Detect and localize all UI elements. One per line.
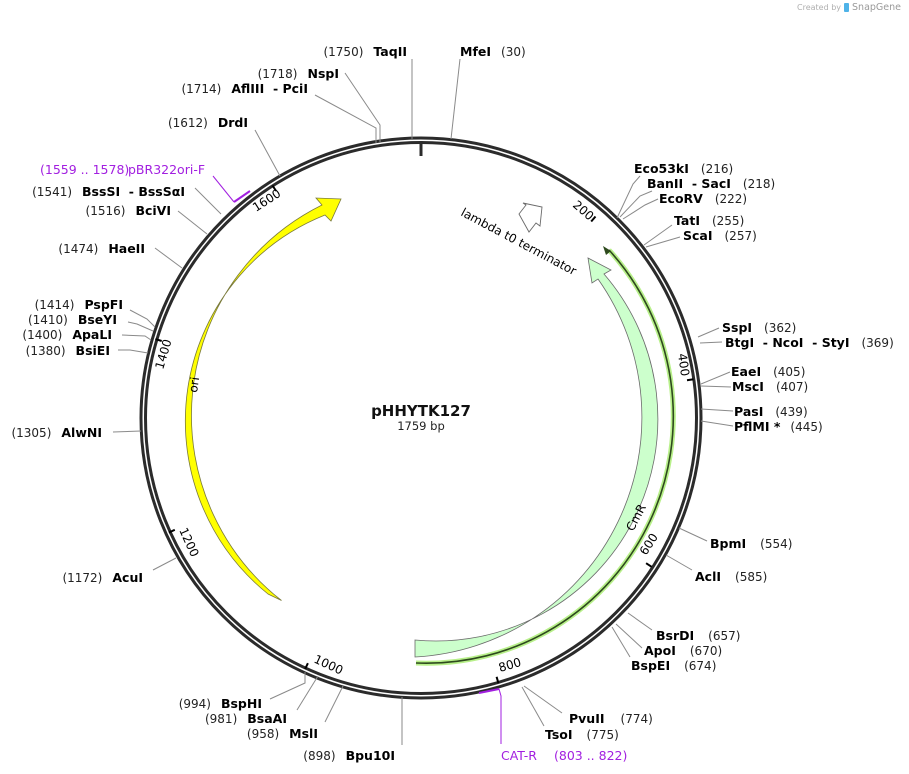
tick-marks: 200 400 600 800 1000 1200 1400 1600: [152, 184, 694, 684]
plasmid-length: 1759 bp: [397, 419, 445, 433]
enzyme-site-drdi[interactable]: (1612)DrdI: [168, 115, 248, 130]
enzyme-site-nspi[interactable]: (1718)NspI: [258, 66, 339, 81]
enzyme-site-pflmi[interactable]: PflMI *(445): [734, 419, 823, 434]
enzyme-site-taqii[interactable]: (1750)TaqII: [323, 44, 407, 59]
enzyme-site-tsoi[interactable]: TsoI(775): [545, 727, 619, 742]
enzyme-site-acui[interactable]: (1172)AcuI: [62, 570, 143, 585]
enzyme-site-pspfi[interactable]: (1414)PspFI: [35, 297, 123, 312]
enzyme-site-bpmi[interactable]: BpmI(554): [710, 536, 792, 551]
enzyme-site-afliii-pcii[interactable]: (1714)AflIII - PciI: [181, 81, 308, 96]
primer-cat-r[interactable]: CAT-R (803 .. 822): [478, 688, 627, 763]
enzyme-site-bcivi[interactable]: (1516)BciVI: [86, 203, 171, 218]
enzymes-right: MfeI(30) Eco53kI(216) BanII - SacI(218) …: [460, 44, 894, 742]
primer-pbr322ori-f[interactable]: (1559 .. 1578) pBR322ori-F: [40, 162, 251, 203]
credit-brand: SnapGene: [852, 2, 901, 13]
feature-cmr[interactable]: CmR: [414, 257, 659, 658]
enzyme-site-bsphi[interactable]: (994)BspHI: [179, 696, 262, 711]
enzyme-site-haeii[interactable]: (1474)HaeII: [58, 241, 145, 256]
enzyme-site-msli[interactable]: (958)MslI: [247, 726, 318, 741]
feature-lambda-t0-terminator[interactable]: lambda t0 terminator: [459, 202, 579, 278]
enzyme-site-eco53ki[interactable]: Eco53kI(216): [634, 161, 733, 176]
leaders-left: [112, 59, 413, 745]
tick-label-800: 800: [497, 655, 523, 675]
enzyme-site-bsrdi[interactable]: BsrDI(657): [656, 628, 740, 643]
enzyme-site-banii-saci[interactable]: BanII - SacI(218): [647, 176, 775, 191]
feature-ori[interactable]: ori: [184, 197, 342, 601]
enzyme-site-alwni[interactable]: (1305)AlwNI: [11, 425, 102, 440]
enzyme-site-pasi[interactable]: PasI(439): [734, 404, 808, 419]
feature-label-ori: ori: [186, 376, 202, 393]
primer-range-pbr322ori-f: (1559 .. 1578): [40, 162, 129, 177]
enzyme-site-bsaai[interactable]: (981)BsaAI: [205, 711, 287, 726]
enzymes-left: (1750)TaqII (1718)NspI (1714)AflIII - Pc…: [11, 44, 407, 763]
plasmid-name: pHHYTK127: [371, 402, 471, 420]
enzyme-site-ecorv[interactable]: EcoRV(222): [659, 191, 747, 206]
enzyme-site-bsssi-bsssai[interactable]: (1541)BssSI - BssSαI: [32, 184, 185, 199]
enzyme-site-apali[interactable]: (1400)ApaLI: [22, 327, 112, 342]
leaders-right: [450, 58, 734, 727]
enzyme-site-eaei[interactable]: EaeI(405): [731, 364, 805, 379]
enzyme-site-apoi[interactable]: ApoI(670): [644, 643, 722, 658]
feature-label-lambda-t0: lambda t0 terminator: [459, 205, 579, 278]
enzyme-site-scai[interactable]: ScaI(257): [683, 228, 757, 243]
enzyme-site-btgi-ncoi-styi[interactable]: BtgI - NcoI - StyI(369): [725, 335, 894, 350]
enzyme-site-bseyi[interactable]: (1410)BseYI: [28, 312, 117, 327]
enzyme-site-mfei[interactable]: MfeI(30): [460, 44, 526, 59]
credit-prefix: Created by: [797, 3, 842, 12]
enzyme-site-bspei[interactable]: BspEI(674): [631, 658, 716, 673]
snapgene-credit: Created by SnapGene: [797, 2, 901, 13]
snapgene-logo-icon: [844, 3, 850, 12]
primer-name-pbr322ori-f: pBR322ori-F: [128, 162, 205, 177]
enzyme-site-acli[interactable]: AclI(585): [695, 569, 767, 584]
enzyme-site-bpu10i[interactable]: (898)Bpu10I: [303, 748, 395, 763]
primer-range-cat-r: (803 .. 822): [554, 748, 627, 763]
enzyme-site-msci[interactable]: MscI(407): [732, 379, 808, 394]
enzyme-site-bsiei[interactable]: (1380)BsiEI: [26, 343, 110, 358]
enzyme-site-tati[interactable]: TatI(255): [674, 213, 744, 228]
enzyme-site-pvuii[interactable]: PvuII(774): [569, 711, 653, 726]
tick-label-400: 400: [675, 352, 692, 377]
enzyme-site-sspi[interactable]: SspI(362): [722, 320, 796, 335]
primer-name-cat-r: CAT-R: [501, 748, 537, 763]
cmr-strand-highlight: [415, 246, 676, 666]
